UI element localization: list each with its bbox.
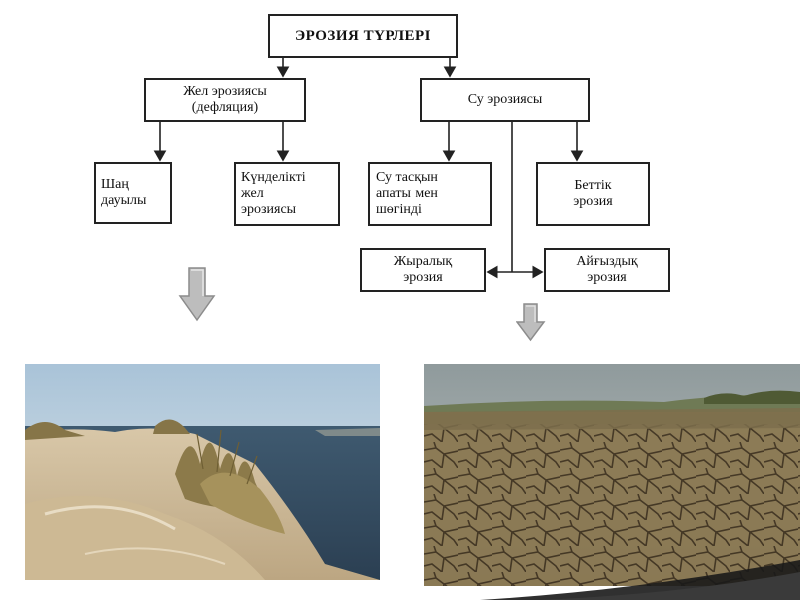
wind-erosion-node: Жел эрозиясы (дефляция) (144, 78, 306, 122)
surface-erosion-node: Беттік эрозия (536, 162, 650, 226)
dust-storm-node: Шаң дауылы (94, 162, 172, 224)
sand-dune-photo (25, 364, 380, 580)
down-arrow-icon (516, 303, 546, 342)
gully-erosion-node: Жыралық эрозия (360, 248, 486, 292)
down-arrow-icon (178, 267, 216, 322)
flood-sediment-node: Су тасқын апаты мен шөгінді (368, 162, 492, 226)
slide-corner-decoration (480, 560, 800, 600)
root-node: ЭРОЗИЯ ТҮРЛЕРІ (268, 14, 458, 58)
water-erosion-node: Су эрозиясы (420, 78, 590, 122)
cracked-soil-photo (424, 364, 800, 586)
furrow-erosion-node: Айғыздық эрозия (544, 248, 670, 292)
daily-wind-erosion-node: Күнделікті жел эрозиясы (234, 162, 340, 226)
